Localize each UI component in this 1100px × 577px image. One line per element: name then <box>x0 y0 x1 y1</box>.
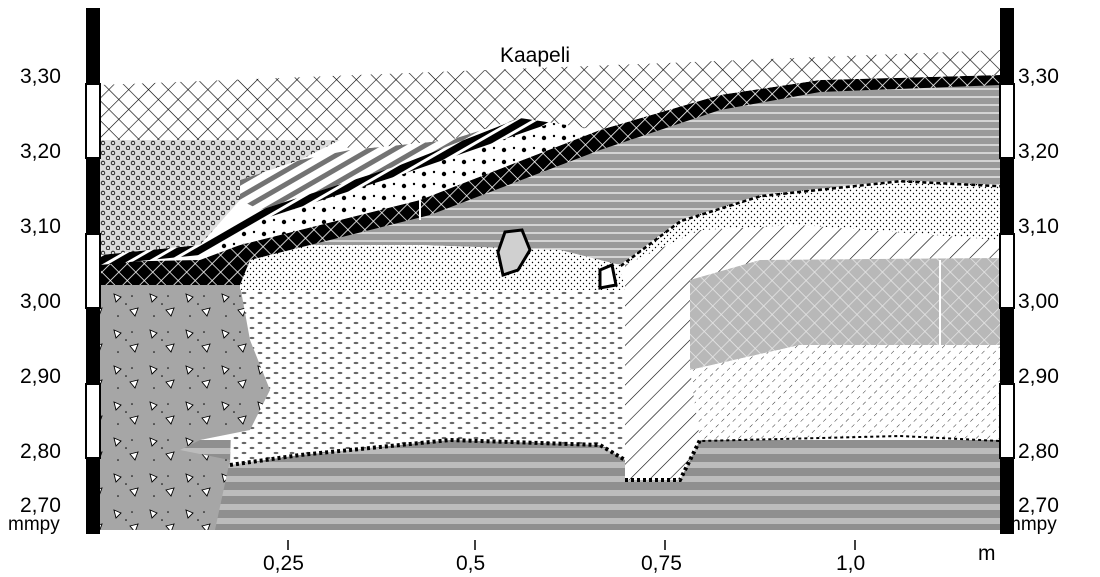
layer-diagonal-stripes <box>100 118 560 265</box>
stone-2 <box>598 262 618 290</box>
x-unit-label: m <box>978 542 996 565</box>
right-elev-label-2-90: 2,90 <box>1018 365 1059 388</box>
layer-gravel <box>200 110 640 255</box>
layer-triangle-fragments <box>100 285 270 530</box>
layer-wide-hatch-bottom-boundary <box>625 432 1001 482</box>
left-unit-label: mmpy <box>8 514 60 535</box>
layer-dark-cross-hatch <box>100 75 1000 285</box>
layer-grey-cross-hatch <box>690 258 1000 370</box>
left-scale-bar <box>85 8 101 534</box>
layer-ellipse-dots <box>230 275 625 465</box>
left-elev-label-2-90: 2,90 <box>20 365 61 388</box>
layer-fine-hatch <box>690 345 1000 440</box>
stone-1 <box>496 228 532 277</box>
layer-horizontal-lines-grey <box>240 80 1000 265</box>
left-elev-label-3-20: 3,20 <box>20 140 61 163</box>
right-unit-label: mmpy <box>1005 514 1057 535</box>
right-elev-label-2-70: 2,70 <box>1018 494 1059 517</box>
layer-light-stripes <box>240 118 520 210</box>
layer-horizontal-bands <box>100 440 1000 530</box>
right-scale-bar <box>999 8 1015 534</box>
right-elev-label-3-30: 3,30 <box>1018 65 1059 88</box>
x-label-0-75: 0,75 <box>641 552 682 575</box>
section-title: Kaapeli <box>500 44 570 67</box>
right-elev-label-3-00: 3,00 <box>1018 290 1059 313</box>
x-label-0-25: 0,25 <box>263 552 304 575</box>
x-label-0-5: 0,5 <box>456 552 485 575</box>
left-elev-label-2-70: 2,70 <box>20 494 61 517</box>
right-elev-label-2-80: 2,80 <box>1018 440 1059 463</box>
right-elev-label-3-20: 3,20 <box>1018 140 1059 163</box>
left-elev-label-3-30: 3,30 <box>20 65 61 88</box>
left-elev-label-2-80: 2,80 <box>20 440 61 463</box>
layer-dense-dots-mid <box>240 245 625 290</box>
left-elev-label-3-00: 3,00 <box>20 290 61 313</box>
left-elev-label-3-10: 3,10 <box>20 215 61 238</box>
layer-dense-dots-right <box>620 180 1000 265</box>
x-label-1-0: 1,0 <box>836 552 865 575</box>
layer-small-circles <box>100 140 340 255</box>
layer-cross-hatch-top <box>100 50 1000 150</box>
right-elev-label-3-10: 3,10 <box>1018 215 1059 238</box>
